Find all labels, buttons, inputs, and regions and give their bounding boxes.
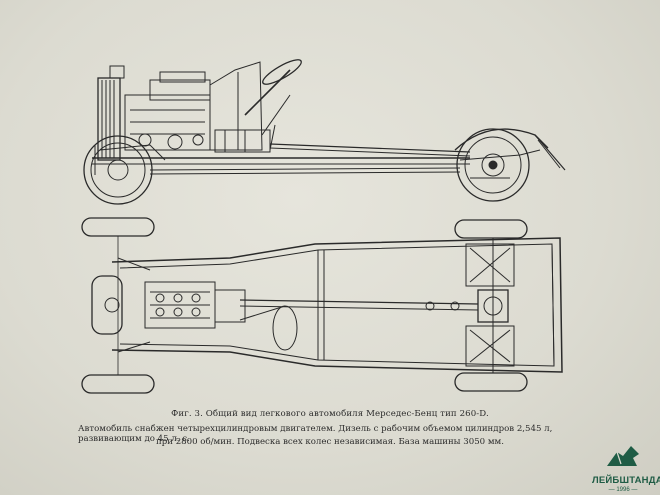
publisher-watermark: ЛЕЙБШТАНДАРТ — 1996 — — [592, 444, 660, 493]
figure-caption-title: Фиг. 3. Общий вид легкового автомобиля М… — [171, 409, 489, 419]
watermark-name: ЛЕЙБШТАНДАРТ — [592, 475, 660, 486]
figure-caption-line-3: при 2800 об/мин. Подвеска всех колес нез… — [156, 437, 504, 447]
eagle-logo-icon — [607, 446, 639, 466]
side-view — [83, 59, 566, 205]
watermark-year: — 1996 — — [608, 487, 638, 493]
top-view — [81, 217, 563, 394]
figure-caption-line-2: Автомобиль снабжен четырехцилиндровым дв… — [78, 424, 553, 444]
